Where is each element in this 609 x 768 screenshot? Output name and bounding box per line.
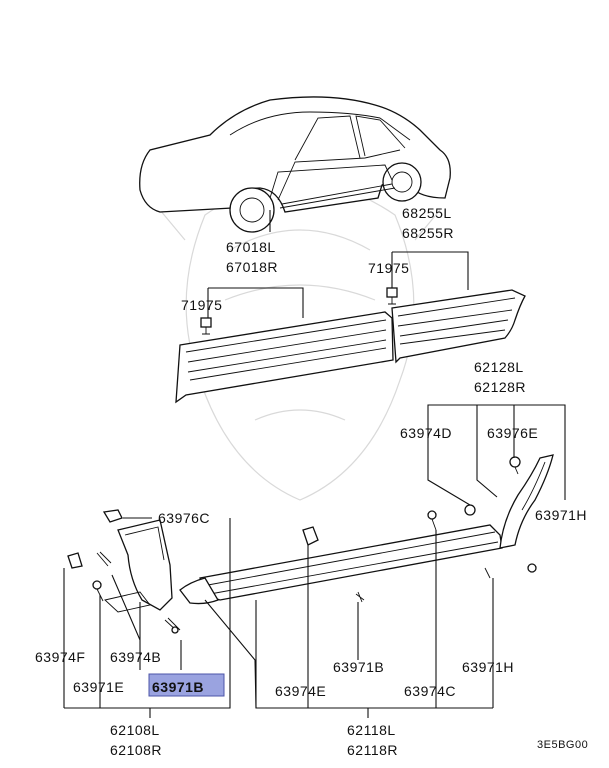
- diagram-code: 3E5BG00: [537, 739, 588, 751]
- label-62128R: 62128R: [474, 379, 526, 395]
- label-68255R: 68255R: [402, 225, 454, 241]
- label-63974F: 63974F: [35, 649, 85, 665]
- label-62108L: 62108L: [110, 722, 160, 738]
- label-62118R: 62118R: [347, 742, 398, 758]
- highlight-63971B: [148, 673, 225, 697]
- door-moulding-rear: [391, 289, 526, 364]
- label-63974C: 63974C: [404, 683, 456, 699]
- label-71975-left: 71975: [181, 297, 222, 313]
- label-63971H-right: 63971H: [535, 507, 587, 523]
- label-63974D: 63974D: [400, 425, 452, 441]
- label-63971H-mid: 63971H: [462, 659, 514, 675]
- label-63974E: 63974E: [275, 683, 326, 699]
- front-splash-guard: [104, 519, 173, 613]
- side-sill-garnish: [179, 524, 503, 605]
- label-71975-right: 71975: [368, 260, 409, 276]
- clip-71975-left: [200, 317, 212, 335]
- label-63976E: 63976E: [487, 425, 538, 441]
- label-67018L: 67018L: [226, 239, 276, 255]
- label-67018R: 67018R: [226, 259, 278, 275]
- part-labels: 67018L 67018R 68255L 68255R 71975 71975 …: [35, 205, 588, 758]
- label-63976C: 63976C: [158, 510, 210, 526]
- fasteners: [67, 456, 537, 634]
- label-63974B: 63974B: [110, 649, 161, 665]
- label-68255L: 68255L: [402, 205, 452, 221]
- door-moulding-front: [175, 311, 394, 404]
- leader-lines: [63, 210, 566, 718]
- label-63971B-highlighted: 63971B: [152, 679, 204, 695]
- clip-71975-right: [386, 287, 398, 305]
- label-62118L: 62118L: [347, 722, 396, 738]
- car-illustration: [139, 96, 451, 233]
- rear-splash-guard: [499, 454, 554, 549]
- label-63971B-mid: 63971B: [333, 659, 384, 675]
- label-62108R: 62108R: [110, 742, 162, 758]
- label-63971E: 63971E: [73, 679, 124, 695]
- label-62128L: 62128L: [474, 359, 524, 375]
